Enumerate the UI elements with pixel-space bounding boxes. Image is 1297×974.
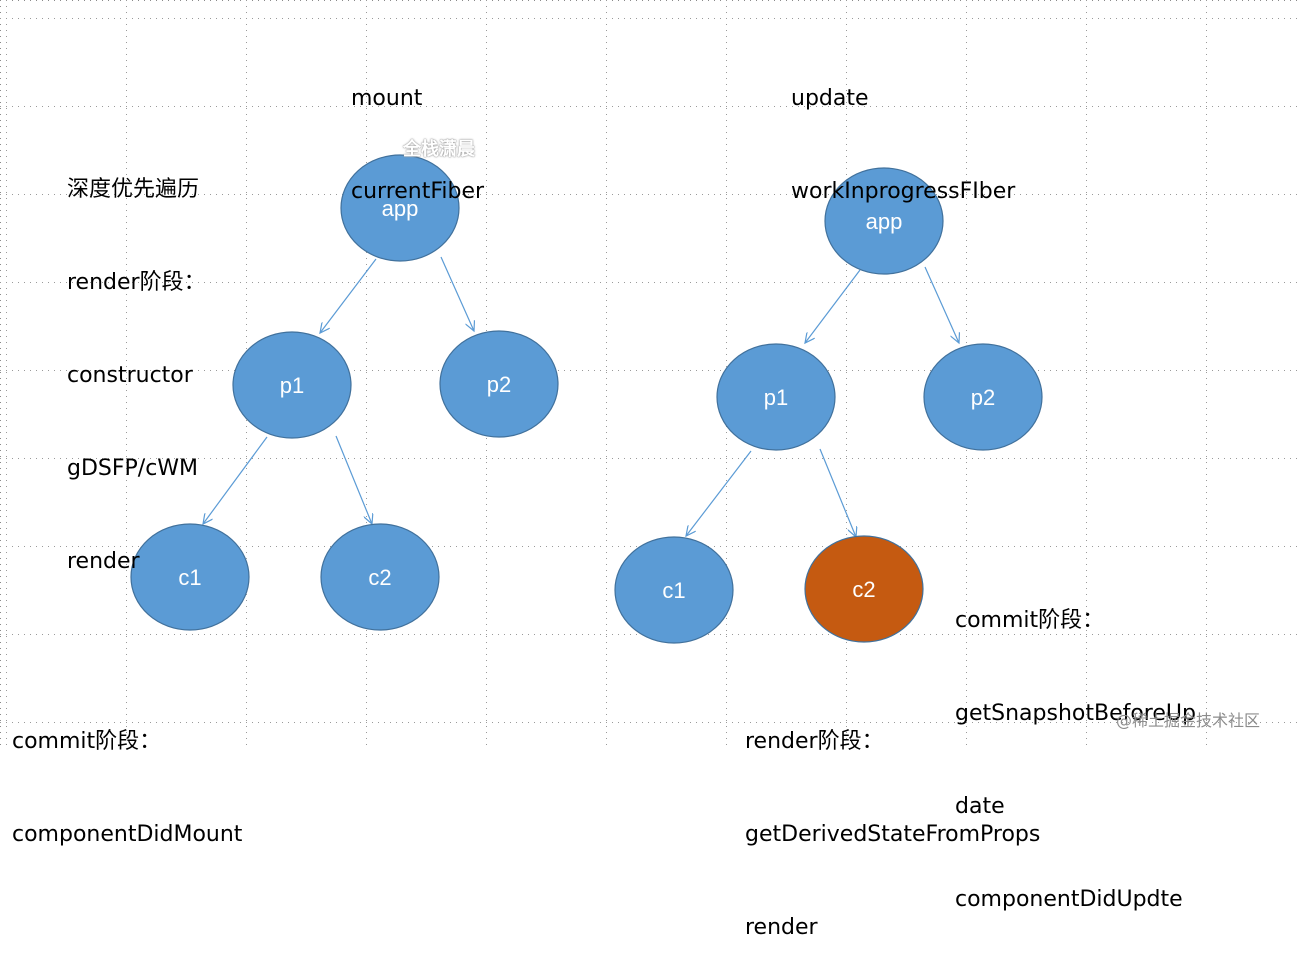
edge-app-p2-mount bbox=[440, 256, 474, 331]
grid-line bbox=[366, 0, 367, 750]
update-heading: update workInprogressFIber bbox=[791, 21, 1015, 238]
grid-line bbox=[606, 0, 607, 750]
edge-p1-c2-update bbox=[819, 448, 856, 537]
node-p1-mount: p1 bbox=[232, 331, 352, 439]
edge-p1-c1-mount bbox=[203, 436, 268, 524]
node-label: app bbox=[382, 196, 419, 221]
node-label: c1 bbox=[178, 565, 201, 590]
note-line: componentDidMount bbox=[12, 822, 243, 847]
node-label: p2 bbox=[487, 372, 511, 397]
mount-heading-line: currentFiber bbox=[351, 179, 485, 204]
node-label: p2 bbox=[971, 385, 995, 410]
node-label: p1 bbox=[764, 385, 788, 410]
site-watermark: @稀土掘金技术社区 bbox=[1116, 711, 1261, 730]
node-label: c2 bbox=[368, 565, 391, 590]
grid-line bbox=[0, 194, 1297, 195]
grid-line bbox=[846, 0, 847, 750]
node-label: c2 bbox=[852, 577, 875, 602]
node-c1-update: c1 bbox=[614, 536, 734, 644]
node-app-mount: app bbox=[340, 154, 460, 262]
render-phase-update-note: render阶段： getDerivedStateFromProps rende… bbox=[745, 664, 1040, 974]
grid-line bbox=[0, 458, 1297, 459]
note-line: render阶段： bbox=[745, 729, 884, 754]
note-line: render阶段： bbox=[67, 270, 206, 295]
edge-app-p1-mount bbox=[320, 258, 377, 333]
node-c1-mount: c1 bbox=[130, 523, 250, 631]
note-line: render bbox=[67, 549, 140, 574]
mount-heading-line: mount bbox=[351, 86, 423, 111]
note-line: 深度优先遍历 bbox=[67, 177, 200, 202]
note-line: commit阶段： bbox=[12, 729, 162, 754]
grid-line bbox=[126, 0, 127, 750]
node-p2-update: p2 bbox=[923, 343, 1043, 451]
note-line: getSnapshotBeforeUp bbox=[955, 701, 1196, 726]
node-label: p1 bbox=[280, 373, 304, 398]
edge-p1-c1-update bbox=[686, 450, 752, 536]
note-line: commit阶段： bbox=[955, 608, 1105, 633]
grid-line bbox=[6, 0, 7, 750]
edge-p1-c2-mount bbox=[335, 435, 372, 524]
node-c2-mount: c2 bbox=[320, 523, 440, 631]
node-app-update: app bbox=[824, 167, 944, 275]
node-label: c1 bbox=[662, 578, 685, 603]
note-line: render bbox=[745, 915, 818, 940]
node-p2-mount: p2 bbox=[439, 330, 559, 438]
edge-app-p2-update bbox=[924, 266, 959, 343]
grid-line bbox=[1206, 0, 1207, 750]
node-label: app bbox=[866, 209, 903, 234]
update-heading-line: workInprogressFIber bbox=[791, 179, 1016, 204]
update-heading-line: update bbox=[791, 86, 869, 111]
grid-line bbox=[0, 18, 1297, 19]
render-phase-mount-note: 深度优先遍历 render阶段： constructor gDSFP/cWM r… bbox=[67, 112, 206, 608]
edge-app-p1-update bbox=[805, 269, 861, 343]
grid-line bbox=[0, 106, 1297, 107]
grid-line bbox=[0, 722, 1297, 723]
note-line: getDerivedStateFromProps bbox=[745, 822, 1041, 847]
author-watermark: 全栈潇晨 bbox=[403, 139, 475, 160]
grid-line bbox=[0, 282, 1297, 283]
commit-phase-mount-note: commit阶段： componentDidMount bbox=[12, 664, 242, 881]
note-line: constructor bbox=[67, 363, 193, 388]
mount-heading: mount currentFiber bbox=[351, 21, 484, 238]
note-line: gDSFP/cWM bbox=[67, 456, 199, 481]
node-c2-update-highlighted: c2 bbox=[804, 535, 924, 643]
grid-line bbox=[1086, 0, 1087, 750]
fiber-tree-diagram: app p1 p2 c1 c2 app p1 p2 c1 c2 bbox=[130, 154, 1043, 644]
grid-line bbox=[0, 370, 1297, 371]
node-p1-update: p1 bbox=[716, 343, 836, 451]
